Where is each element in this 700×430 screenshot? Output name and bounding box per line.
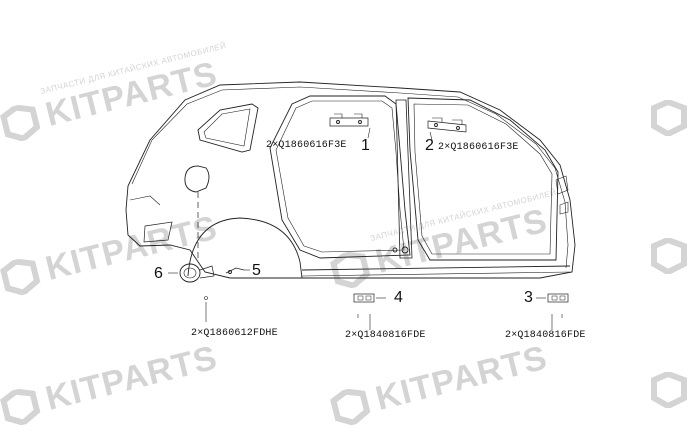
body-side-panel-diagram: [125, 81, 576, 330]
callout-1[interactable]: 1: [361, 137, 370, 154]
part-2-bracket: [427, 117, 467, 133]
part-code-2: 2×Q1860616F3E: [438, 142, 519, 153]
part-3-clip: [547, 293, 569, 303]
kitparts-logo-icon: [651, 238, 687, 274]
part-code-3: 2×Q1840816FDE: [505, 330, 586, 341]
callout-5[interactable]: 5: [252, 262, 261, 279]
kitparts-logo-icon: [651, 100, 687, 136]
part-1-bracket: [329, 113, 369, 127]
part-5-hinge: [225, 267, 245, 274]
callout-3[interactable]: 3: [524, 289, 533, 306]
rear-quarter-window: [197, 103, 259, 153]
part-code-4: 2×Q1840816FDE: [345, 330, 426, 341]
callout-6[interactable]: 6: [154, 265, 163, 282]
callout-4[interactable]: 4: [394, 289, 403, 306]
side-sill: [301, 265, 571, 271]
part-code-1: 2×Q1860616F3E: [266, 140, 347, 151]
callout-2[interactable]: 2: [425, 137, 434, 154]
body-side-outline: [125, 81, 576, 279]
kitparts-logo-icon: [651, 372, 687, 408]
rear-door-opening: [269, 95, 411, 259]
part-code-6: 2×Q1860612FDHE: [191, 328, 278, 339]
front-door-opening: [407, 97, 559, 261]
rear-wheel-arch: [187, 217, 303, 279]
b-pillar: [395, 99, 413, 259]
fuel-door-opening: [184, 165, 210, 193]
part-6-fuel-filler-housing: [179, 263, 215, 283]
part-4-clip: [353, 293, 375, 303]
